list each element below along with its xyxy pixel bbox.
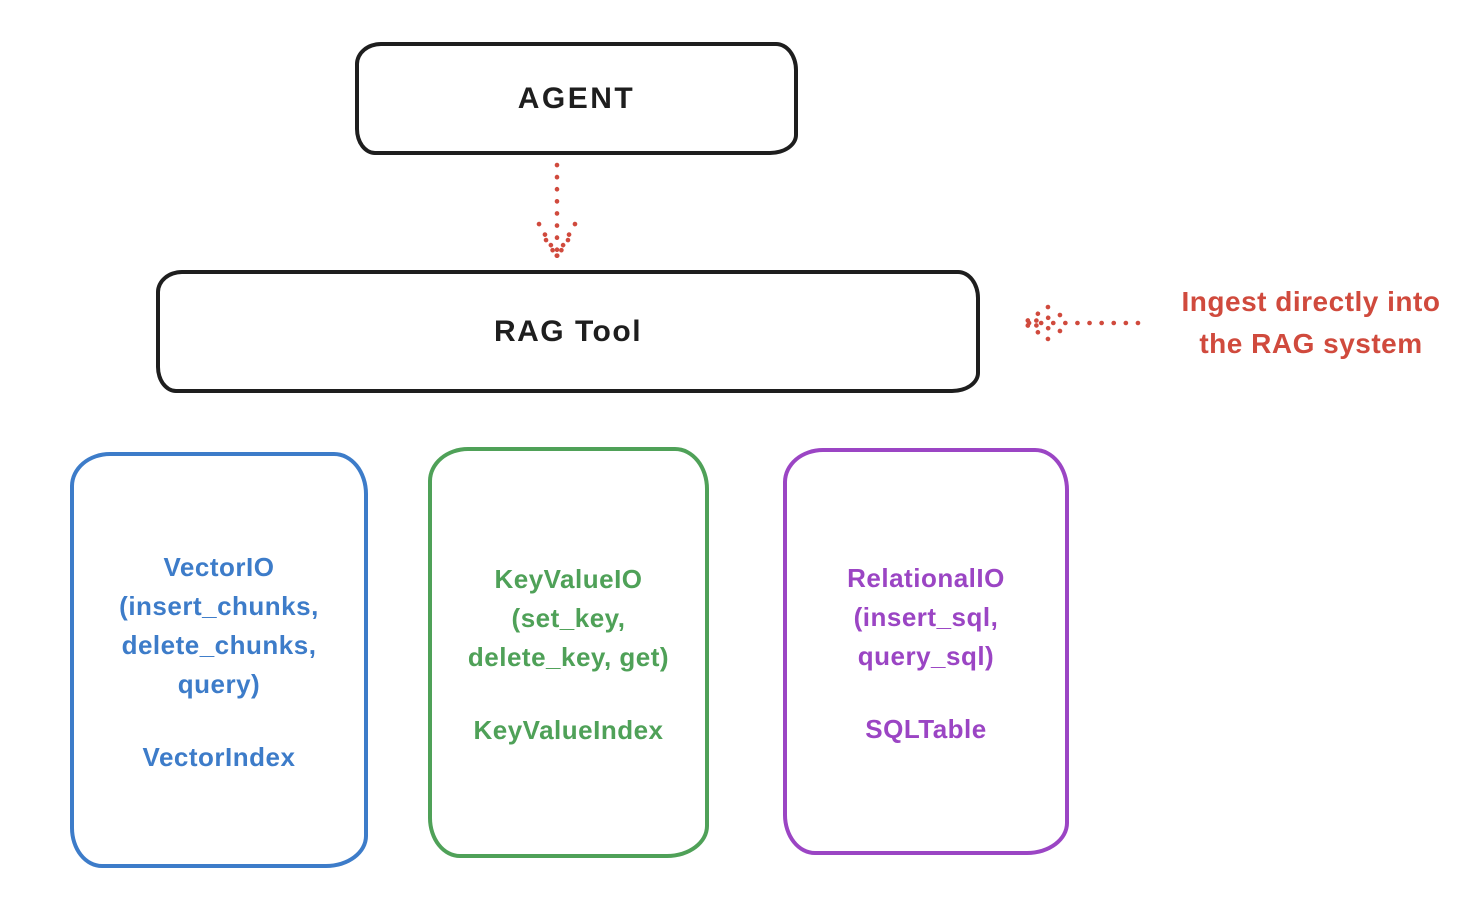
ingest-annotation-dotted-arrow-icon <box>1021 304 1141 342</box>
relational-io-line-1: RelationalIO <box>847 562 1005 593</box>
keyvalue-io-node: KeyValueIO (set_key, delete_key, get) Ke… <box>428 447 709 858</box>
vector-io-line-1: VectorIO <box>163 551 275 582</box>
vector-index-label: VectorIndex <box>142 741 296 772</box>
agent-node: AGENT <box>355 42 798 155</box>
vector-io-line-3: delete_chunks, <box>121 629 317 660</box>
ingest-annotation-line-1: Ingest directly into <box>1181 286 1441 317</box>
vector-io-line-4: query) <box>177 668 261 699</box>
vector-io-line-2: (insert_chunks, <box>119 590 319 621</box>
vector-io-label: VectorIO (insert_chunks, delete_chunks, … <box>119 548 319 704</box>
keyvalue-io-line-3: delete_key, get) <box>467 641 670 672</box>
keyvalue-io-line-2: (set_key, <box>511 602 626 633</box>
vector-io-node: VectorIO (insert_chunks, delete_chunks, … <box>70 452 368 868</box>
agent-to-rag-dotted-arrow-icon <box>536 162 578 260</box>
relational-io-label: RelationalIO (insert_sql, query_sql) <box>847 559 1005 676</box>
rag-tool-node-label: RAG Tool <box>493 314 643 348</box>
sqltable-label: SQLTable <box>865 713 987 744</box>
relational-io-node: RelationalIO (insert_sql, query_sql) SQL… <box>783 448 1069 855</box>
keyvalue-io-line-1: KeyValueIO <box>494 563 643 594</box>
keyvalue-index-label: KeyValueIndex <box>473 714 664 745</box>
rag-tool-node: RAG Tool <box>156 270 980 393</box>
relational-io-line-3: query_sql) <box>857 640 995 671</box>
ingest-annotation-line-2: the RAG system <box>1199 328 1423 359</box>
relational-io-line-2: (insert_sql, <box>853 601 999 632</box>
keyvalue-io-label: KeyValueIO (set_key, delete_key, get) <box>468 560 669 677</box>
agent-node-label: AGENT <box>517 81 636 115</box>
ingest-annotation: Ingest directly into the RAG system <box>1148 281 1474 365</box>
